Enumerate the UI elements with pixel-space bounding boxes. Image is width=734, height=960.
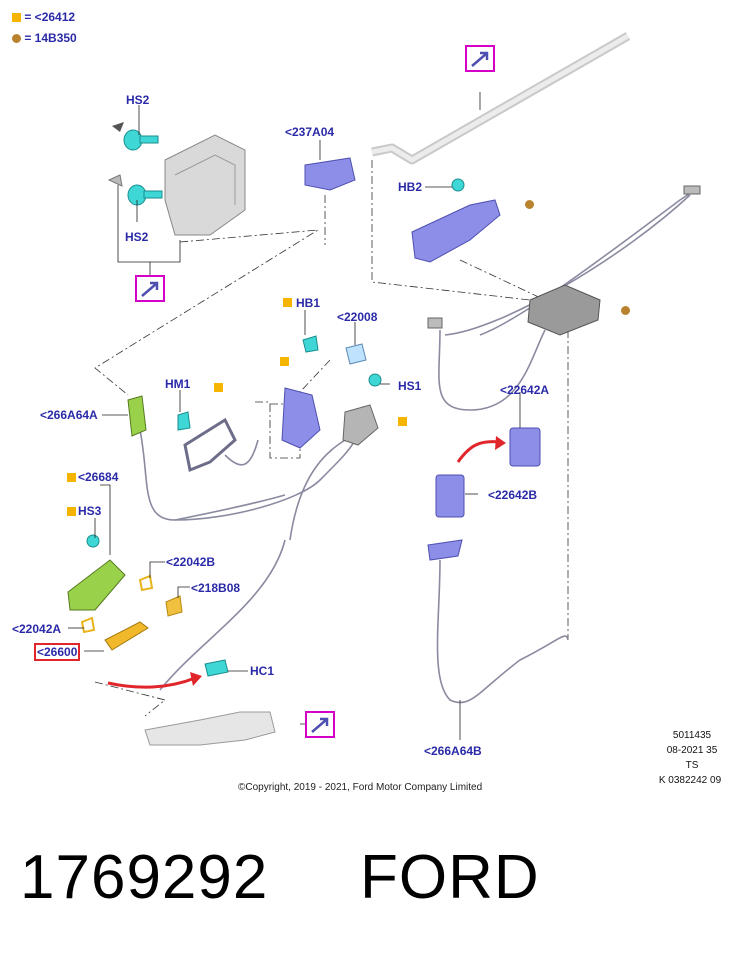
yellow-square-icon bbox=[12, 13, 21, 22]
part-bellcrank bbox=[183, 417, 237, 473]
callout-hc1: HC1 bbox=[250, 664, 275, 678]
fastener-square-marker bbox=[67, 507, 76, 516]
callout-hs2-top: HS2 bbox=[126, 93, 150, 107]
callout-hm1: HM1 bbox=[165, 377, 191, 391]
view-arrow-icon bbox=[465, 45, 495, 72]
cables bbox=[139, 189, 696, 704]
callout-266a64b: <266A64B bbox=[424, 744, 482, 758]
callout-218b08: <218B08 bbox=[191, 581, 241, 595]
callout-hs3: HS3 bbox=[78, 504, 102, 518]
view-arrow-icon bbox=[135, 275, 165, 302]
callout-hb1: HB1 bbox=[296, 296, 321, 310]
red-arrow-icon bbox=[456, 440, 501, 463]
callout-22042b: <22042B bbox=[166, 555, 216, 569]
drawing-ref: K 0382242 09 bbox=[658, 775, 722, 786]
part-26600 bbox=[104, 621, 149, 651]
part-hb1-bolt bbox=[302, 335, 319, 353]
part-number: 1769292 bbox=[20, 843, 269, 912]
fastener-dot-marker bbox=[525, 200, 534, 209]
part-237a04 bbox=[304, 157, 356, 191]
part-hb2-handle-frame bbox=[411, 199, 501, 263]
part-22008-clip bbox=[345, 343, 367, 365]
callout-26600-text: <26600 bbox=[33, 643, 81, 661]
callout-26684: <26684 bbox=[78, 470, 119, 484]
callout-266a64a: <266A64A bbox=[40, 408, 98, 422]
part-218b08 bbox=[165, 595, 183, 617]
hs2-bolts-bracket bbox=[107, 122, 246, 236]
part-title: 1769292 FORD bbox=[20, 842, 540, 913]
callout-hs2-bottom: HS2 bbox=[125, 230, 149, 244]
callout-22042a: <22042A bbox=[12, 622, 62, 636]
view-arrow-icon bbox=[305, 711, 335, 738]
part-latch-cover bbox=[342, 404, 379, 446]
legend-row-square: = <26412 bbox=[12, 10, 75, 24]
callout-22642a: <22642A bbox=[500, 383, 550, 397]
part-hc1 bbox=[204, 659, 229, 677]
callout-237a04: <237A04 bbox=[285, 125, 335, 139]
callout-hs1: HS1 bbox=[398, 379, 422, 393]
part-actuator bbox=[527, 284, 601, 336]
fastener-square-marker bbox=[280, 357, 289, 366]
callout-22008: <22008 bbox=[337, 310, 378, 324]
copyright-notice: ©Copyright, 2019 - 2021, Ford Motor Comp… bbox=[238, 782, 483, 793]
part-22042a bbox=[80, 616, 96, 634]
part-hm1 bbox=[177, 411, 191, 431]
part-266a64b-bracket bbox=[427, 539, 463, 561]
red-arrow-icon bbox=[107, 676, 196, 689]
callout-hb2: HB2 bbox=[398, 180, 423, 194]
part-26684 bbox=[67, 559, 126, 611]
fastener-square-marker bbox=[67, 473, 76, 482]
glass-run-channel bbox=[371, 32, 631, 165]
drawing-date: 08-2021 35 bbox=[666, 745, 718, 756]
legend-text: = 14B350 bbox=[24, 31, 77, 45]
drawing-number: 5011435 bbox=[672, 730, 712, 741]
fastener-square-marker bbox=[214, 383, 223, 392]
callout-lines bbox=[68, 92, 521, 740]
callout-26600: <26600 bbox=[33, 643, 81, 661]
part-22642a bbox=[509, 427, 541, 467]
part-22642b bbox=[435, 474, 465, 518]
legend-text: = <26412 bbox=[24, 10, 76, 24]
fastener-dot-marker bbox=[621, 306, 630, 315]
part-lower-reinforcement bbox=[144, 711, 276, 746]
fastener-square-marker bbox=[398, 417, 407, 426]
part-22042b bbox=[138, 574, 154, 592]
fastener-square-marker bbox=[283, 298, 292, 307]
brown-dot-icon bbox=[12, 34, 21, 43]
part-latch bbox=[281, 387, 321, 449]
brand-name: FORD bbox=[360, 843, 540, 912]
callout-22642b: <22642B bbox=[488, 488, 538, 502]
part-266a64a bbox=[127, 395, 147, 437]
legend-row-dot: = 14B350 bbox=[12, 31, 77, 45]
drawing-code: TS bbox=[685, 760, 699, 771]
